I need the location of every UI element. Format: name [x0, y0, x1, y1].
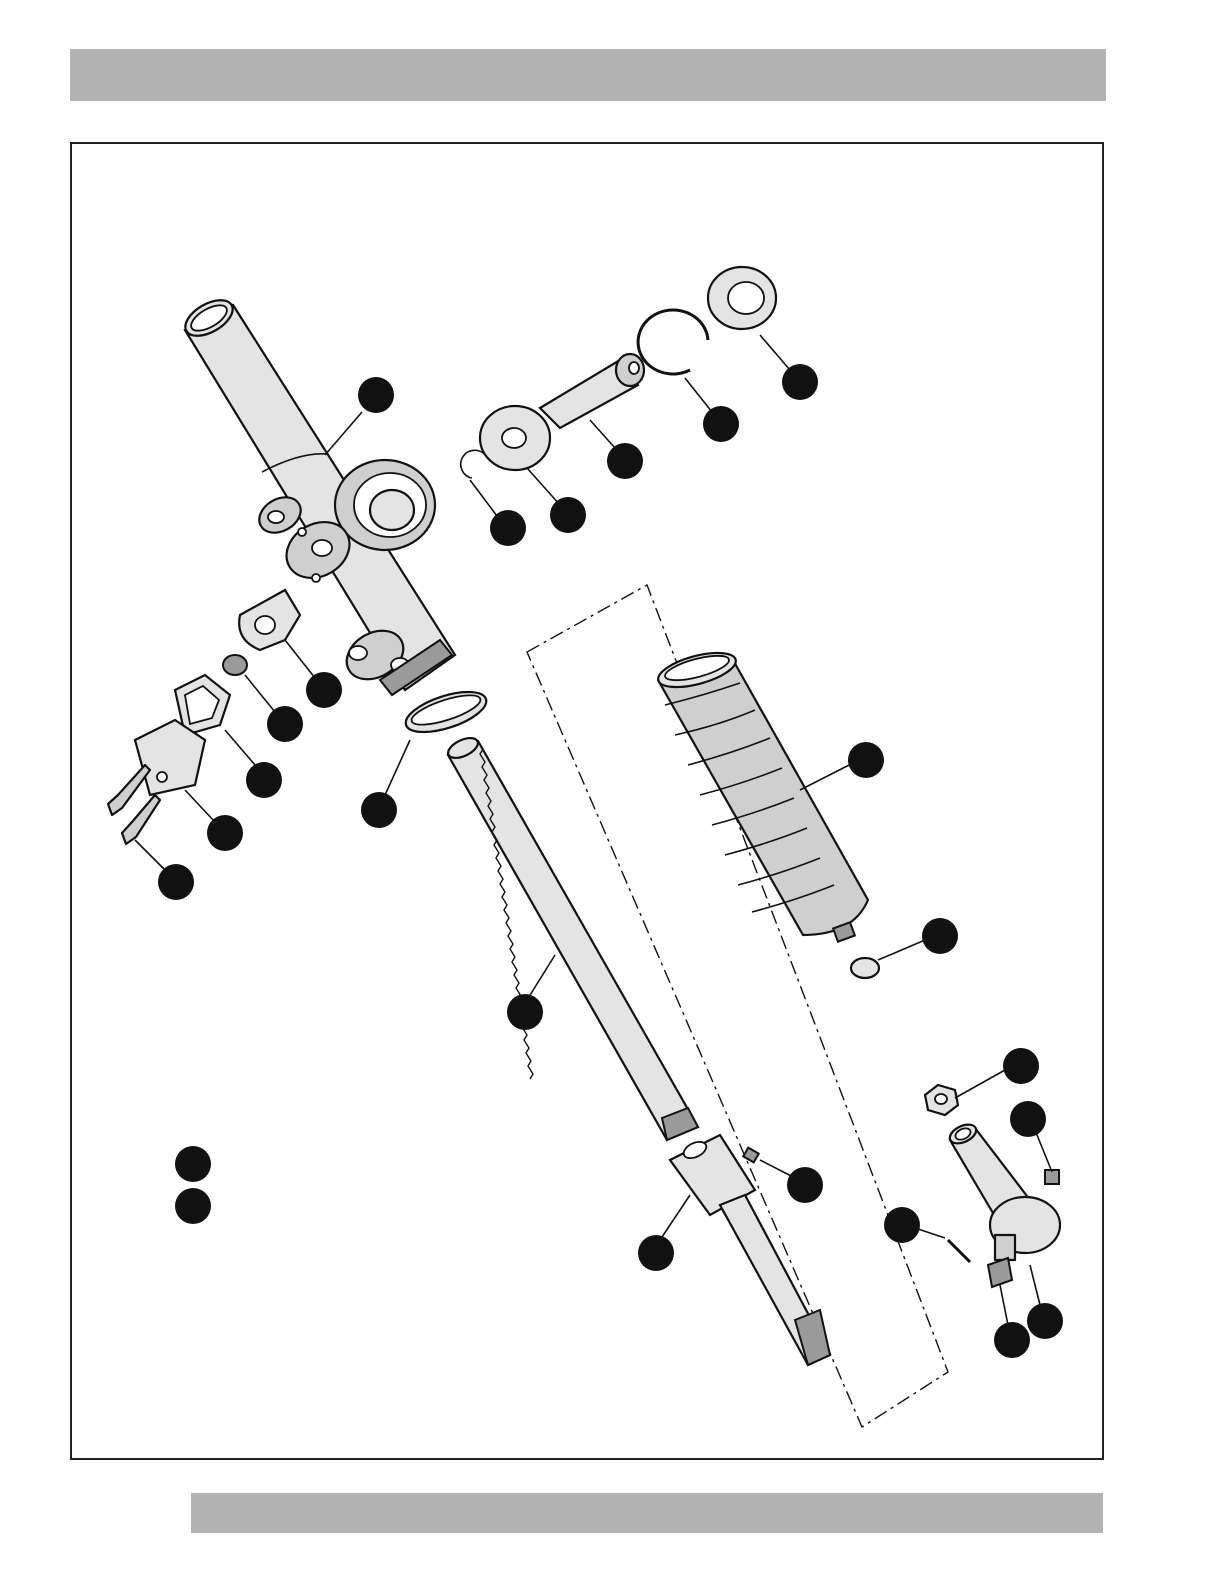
boot-clamp-part [851, 958, 879, 978]
legend-callout-1 [175, 1146, 211, 1182]
callout-spring [267, 706, 303, 742]
leader-housing [325, 412, 362, 455]
yoke-part [239, 590, 300, 650]
callout-cotter-pin [884, 1207, 920, 1243]
pinion-shaft [540, 354, 644, 428]
leader-washer [527, 468, 560, 505]
small-snap-ring-part [461, 450, 486, 478]
large-snap-ring-part [638, 310, 708, 374]
leader-band-clamp [385, 740, 410, 795]
set-screw-part [743, 1148, 758, 1163]
jam-nut-part [925, 1085, 958, 1115]
steering-gear-housing [179, 293, 455, 695]
leader-snap-ring-large [685, 378, 712, 412]
leader-cover [185, 790, 215, 822]
leader-castle-nut [1000, 1285, 1008, 1325]
callout-boot [848, 742, 884, 778]
footer-bar [191, 1493, 1103, 1533]
callout-yoke [306, 672, 342, 708]
leader-inner-tie-rod [660, 1195, 690, 1240]
leader-seal [760, 335, 790, 370]
leader-yoke [285, 640, 315, 678]
callout-pinion [607, 443, 643, 479]
leader-gasket [225, 730, 255, 765]
leader-jam-nut [955, 1070, 1005, 1098]
callout-band-clamp [361, 792, 397, 828]
tie-rod-end-part [947, 1121, 1060, 1287]
callout-housing [358, 377, 394, 413]
leader-spring [245, 675, 275, 712]
callout-set-screw [787, 1167, 823, 1203]
callout-snap-ring-small [490, 510, 526, 546]
callout-gasket [246, 762, 282, 798]
leader-set-screw [760, 1160, 795, 1178]
spring-part [223, 655, 247, 675]
callout-boot-clamp [922, 918, 958, 954]
callout-grease-fitting [1010, 1101, 1046, 1137]
callout-bolts [158, 864, 194, 900]
leader-pinion [590, 420, 615, 448]
callout-washer [550, 497, 586, 533]
leader-cotter-pin [915, 1228, 945, 1238]
rubber-boot-part [655, 646, 868, 942]
legend-callout-2 [175, 1188, 211, 1224]
cotter-pin-part [948, 1240, 970, 1262]
leader-rack [527, 955, 555, 1000]
leader-snap-ring-small [470, 480, 500, 520]
leader-boot-clamp [878, 940, 925, 960]
leader-bolts [135, 840, 165, 870]
callout-snap-ring-large [703, 406, 739, 442]
leader-tie-rod-end [1030, 1265, 1040, 1305]
seal-part [708, 267, 776, 329]
callout-seal [782, 364, 818, 400]
callout-tie-rod-end [1027, 1303, 1063, 1339]
callout-inner-tie-rod [638, 1235, 674, 1271]
steering-rack-part [445, 734, 698, 1140]
housing-band-clamp-part [401, 684, 491, 740]
callout-cover [207, 815, 243, 851]
washer-part [480, 406, 550, 470]
callout-rack [507, 994, 543, 1030]
callout-jam-nut [1003, 1048, 1039, 1084]
leader-boot [800, 762, 855, 790]
leader-grease-fitting [1035, 1130, 1052, 1172]
callout-castle-nut [994, 1322, 1030, 1358]
